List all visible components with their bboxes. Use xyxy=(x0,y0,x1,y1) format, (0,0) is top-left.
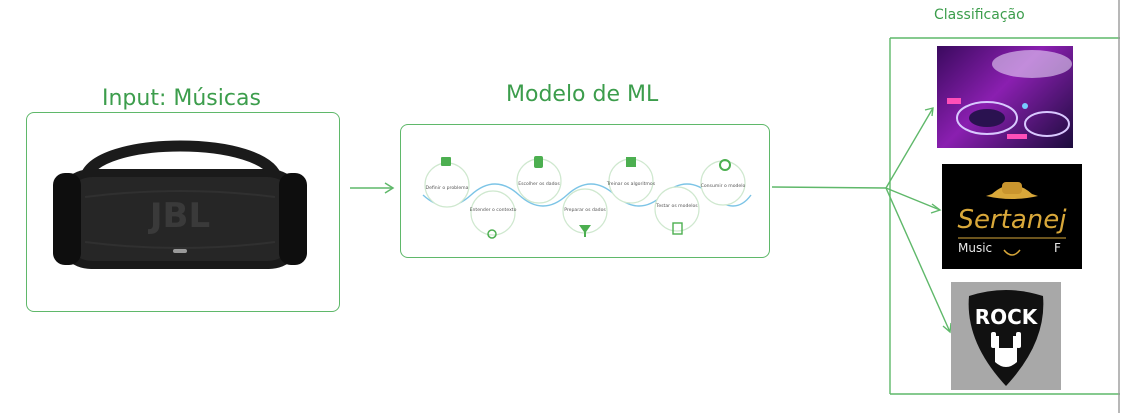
pipeline-step-5: Treinar os algoritmos xyxy=(606,157,656,204)
pipeline-step-1: Definir o problema xyxy=(424,157,470,208)
pipeline-step-3: Escolher os dados xyxy=(516,156,562,204)
input-title: Input: Músicas xyxy=(102,86,261,111)
svg-text:Preparar os dados: Preparar os dados xyxy=(564,207,606,213)
model-title: Modelo de ML xyxy=(506,82,659,107)
database-icon xyxy=(534,156,543,168)
svg-text:Escolher os dados: Escolher os dados xyxy=(518,181,560,187)
ml-pipeline-diagram: Definir o problema Entender o contexto E… xyxy=(422,156,752,239)
rock-title-text: ROCK xyxy=(975,305,1039,329)
svg-text:Definir o problema: Definir o problema xyxy=(426,185,469,191)
svg-text:Consumir o modelo: Consumir o modelo xyxy=(701,183,746,189)
input-box: JBL xyxy=(26,112,340,312)
pipeline-step-4: Preparar os dados xyxy=(562,188,608,237)
model-box: Definir o problema Entender o contexto E… xyxy=(400,124,770,258)
sertanejo-f-text: F xyxy=(1054,241,1061,255)
sertanejo-music-text: Music xyxy=(958,241,992,255)
funnel-icon xyxy=(579,225,591,237)
svg-text:Testar os modelos: Testar os modelos xyxy=(655,203,698,209)
magnifier-icon xyxy=(487,229,497,239)
svg-text:Treinar os algoritmos: Treinar os algoritmos xyxy=(606,181,656,187)
sertanejo-title-text: Sertanej xyxy=(957,205,1067,235)
gears-icon xyxy=(719,159,731,171)
svg-text:Entender o contexto: Entender o contexto xyxy=(470,207,517,213)
jbl-logo-text: JBL xyxy=(148,196,210,236)
cubes-icon xyxy=(626,157,636,167)
rock-genre-image: ROCK xyxy=(951,282,1061,390)
pipeline-step-6: Testar os modelos xyxy=(654,186,700,235)
pipeline-step-7: Consumir o modelo xyxy=(700,159,746,206)
target-person-icon xyxy=(441,157,451,166)
pipeline-step-2: Entender o contexto xyxy=(470,190,517,239)
classification-title: Classificação xyxy=(934,7,1025,23)
sertanejo-genre-image: Sertanej Music F xyxy=(942,164,1082,269)
jbl-speaker-image: JBL xyxy=(53,140,307,269)
checklist-icon xyxy=(672,222,683,235)
dj-genre-image xyxy=(937,46,1073,148)
